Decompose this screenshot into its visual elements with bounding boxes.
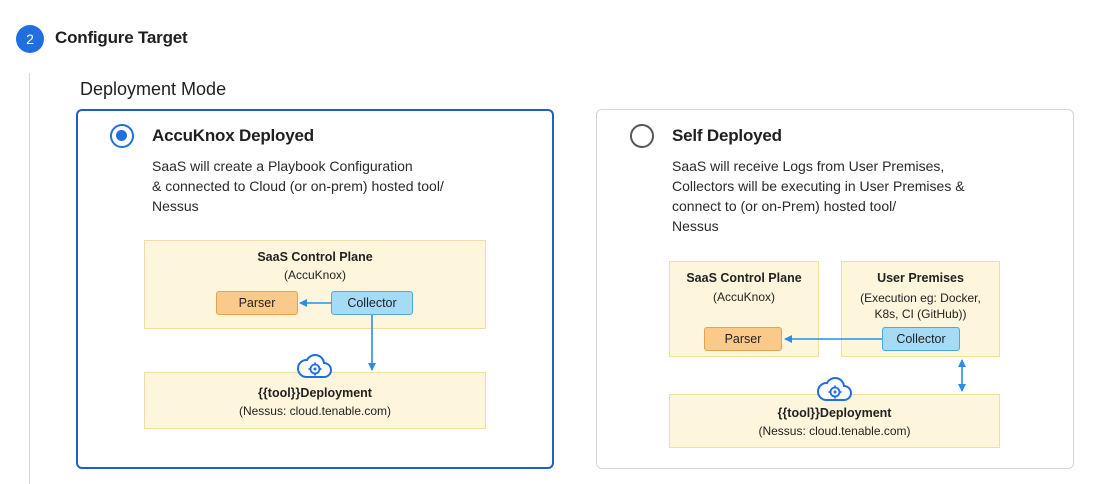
description-line: Nessus	[672, 218, 719, 234]
option-description: SaaS will create a Playbook Configuratio…	[152, 156, 444, 216]
box-subtitle: (Nessus: cloud.tenable.com)	[238, 404, 392, 418]
box-title: SaaS Control Plane	[257, 250, 373, 264]
description-line: Collectors will be executing in User Pre…	[672, 178, 965, 194]
cloud-gear-icon	[297, 354, 332, 378]
saas-control-plane-box: SaaS Control Plane (AccuKnox)	[144, 240, 486, 329]
collector-chip: Collector	[331, 291, 413, 315]
step-number-badge: 2	[16, 25, 44, 53]
collector-chip: Collector	[882, 327, 960, 351]
box-subtitle: (AccuKnox)	[283, 268, 347, 282]
parser-chip: Parser	[216, 291, 298, 315]
option-title: Self Deployed	[672, 126, 782, 145]
box-title: {{tool}}Deployment	[258, 386, 372, 400]
box-subtitle: (Nessus: cloud.tenable.com)	[758, 424, 911, 438]
parser-chip: Parser	[704, 327, 782, 351]
tool-deployment-box: {{tool}}Deployment (Nessus: cloud.tenabl…	[144, 372, 486, 429]
cloud-gear-icon	[817, 377, 852, 401]
option-description: SaaS will receive Logs from User Premise…	[672, 156, 965, 236]
box-title: SaaS Control Plane	[686, 271, 802, 285]
step-connector-line	[29, 73, 30, 484]
section-title: Deployment Mode	[80, 79, 227, 99]
box-subtitle: K8s, CI (GitHub))	[874, 307, 967, 321]
description-line: SaaS will receive Logs from User Premise…	[672, 158, 945, 174]
description-line: SaaS will create a Playbook Configuratio…	[152, 158, 413, 174]
description-line: connect to (or on-Prem) hosted tool/	[672, 198, 897, 214]
radio-self-deployed[interactable]	[630, 124, 654, 148]
box-title: {{tool}}Deployment	[777, 406, 892, 420]
box-subtitle: (AccuKnox)	[712, 290, 776, 304]
description-line: & connected to Cloud (or on-prem) hosted…	[152, 178, 444, 194]
description-line: Nessus	[152, 198, 199, 214]
box-subtitle: (Execution eg: Docker,	[860, 291, 981, 305]
box-title: User Premises	[877, 271, 964, 285]
option-title: AccuKnox Deployed	[152, 126, 314, 145]
step-title: Configure Target	[55, 28, 188, 47]
radio-accuknox-deployed[interactable]	[110, 124, 134, 148]
